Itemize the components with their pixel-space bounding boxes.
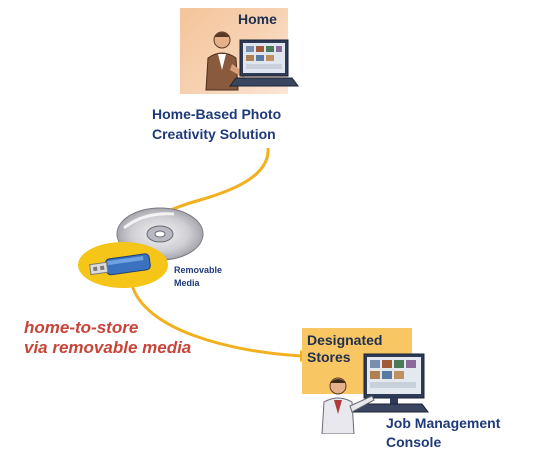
store-caption-line1: Job Management — [386, 415, 501, 431]
connector-media-to-store — [130, 284, 303, 358]
store-caption-line2: Console — [386, 434, 442, 450]
store-caption: Job Management Console — [386, 414, 500, 452]
store-title-line2: Stores — [307, 349, 351, 365]
person-presenting-icon — [321, 353, 429, 434]
home-title: Home — [238, 11, 277, 27]
flow-label-line1: home-to-store — [24, 318, 139, 337]
store-title-line1: Designated — [307, 332, 383, 348]
home-caption-line1: Home-Based Photo — [152, 106, 282, 122]
flow-label-line2: via removable media — [24, 338, 192, 357]
person-at-laptop-icon — [205, 31, 299, 91]
home-caption-line2: Creativity Solution — [152, 126, 276, 142]
media-label-line2: Media — [174, 278, 200, 288]
home-to-store-label: home-to-store via removable media — [24, 318, 191, 358]
store-title: Designated Stores — [307, 332, 382, 366]
usb-drive-icon — [78, 242, 168, 288]
removable-media-label: Removable Media — [174, 264, 222, 290]
home-caption: Home-Based Photo Creativity Solution — [152, 104, 312, 144]
media-label-line1: Removable — [174, 265, 223, 275]
